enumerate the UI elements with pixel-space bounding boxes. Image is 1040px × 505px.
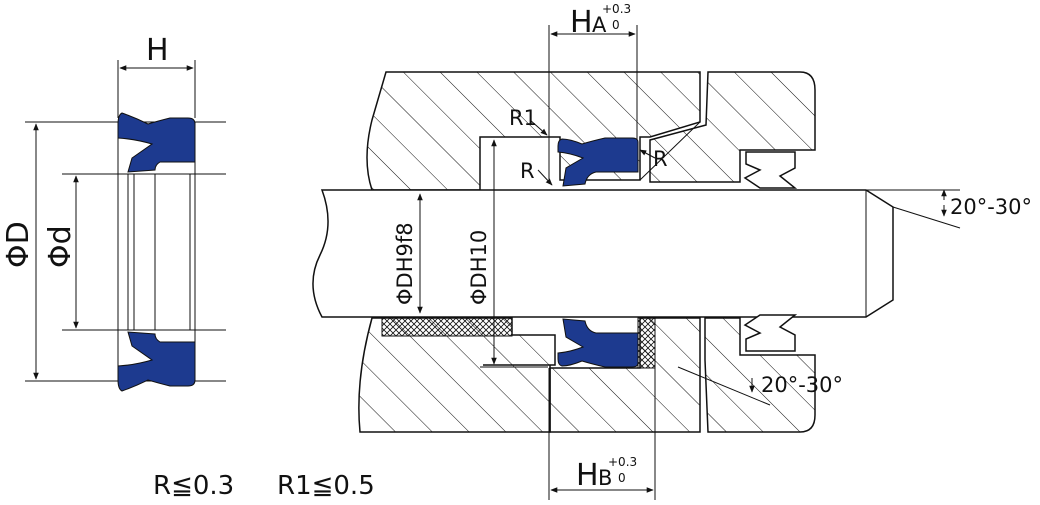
- groove-width-bottom-lower: 0: [618, 471, 626, 485]
- groove-width-top-base: H: [570, 5, 593, 40]
- gland-plate-lower: [704, 317, 816, 433]
- radius-note-2: R1≦0.5: [277, 471, 375, 501]
- angle-shaft-label: 20°-30°: [950, 195, 1032, 219]
- width-label: H: [146, 33, 169, 68]
- radius-note-1: R≦0.3: [153, 471, 234, 501]
- seal-profile-bottom: [117, 331, 196, 392]
- shaft: [312, 189, 894, 318]
- radius-r-label-right: R: [653, 147, 668, 171]
- groove-width-top-lower: 0: [612, 18, 620, 32]
- groove-width-bottom-upper: +0.3: [608, 455, 637, 469]
- inner-diameter-label: Φd: [43, 225, 78, 268]
- seal-cross-section-view: H ΦD Φd: [1, 33, 226, 392]
- groove-width-bottom-base: H: [576, 458, 599, 493]
- shaft-fit-label: ΦDH9f8: [393, 222, 417, 305]
- assembly-section-view: H A +0.3 0 H B +0.3 0 R1 R R ΦDH9f8 ΦDH1…: [312, 2, 1032, 500]
- outer-diameter-label: ΦD: [1, 221, 36, 268]
- wiper-ring-upper: [743, 151, 798, 189]
- angle-groove-label: 20°-30°: [761, 373, 843, 397]
- assembly-seal-lower: [557, 318, 639, 368]
- groove-width-top-upper: +0.3: [602, 2, 631, 16]
- radius-r1-label: R1: [509, 106, 537, 130]
- bore-fit-label: ΦDH10: [467, 230, 491, 305]
- guide-ring-right: [637, 317, 656, 369]
- seal-profile-top: [117, 112, 196, 173]
- radius-r-label-left: R: [520, 159, 535, 183]
- wiper-ring-lower: [743, 314, 798, 352]
- groove-width-top-sub: A: [592, 13, 607, 37]
- groove-width-bottom-sub: B: [598, 466, 612, 490]
- guide-ring-left: [381, 317, 513, 337]
- housing-lower: [358, 317, 556, 433]
- assembly-seal-upper: [557, 137, 639, 187]
- gland-plate-upper: [649, 71, 816, 183]
